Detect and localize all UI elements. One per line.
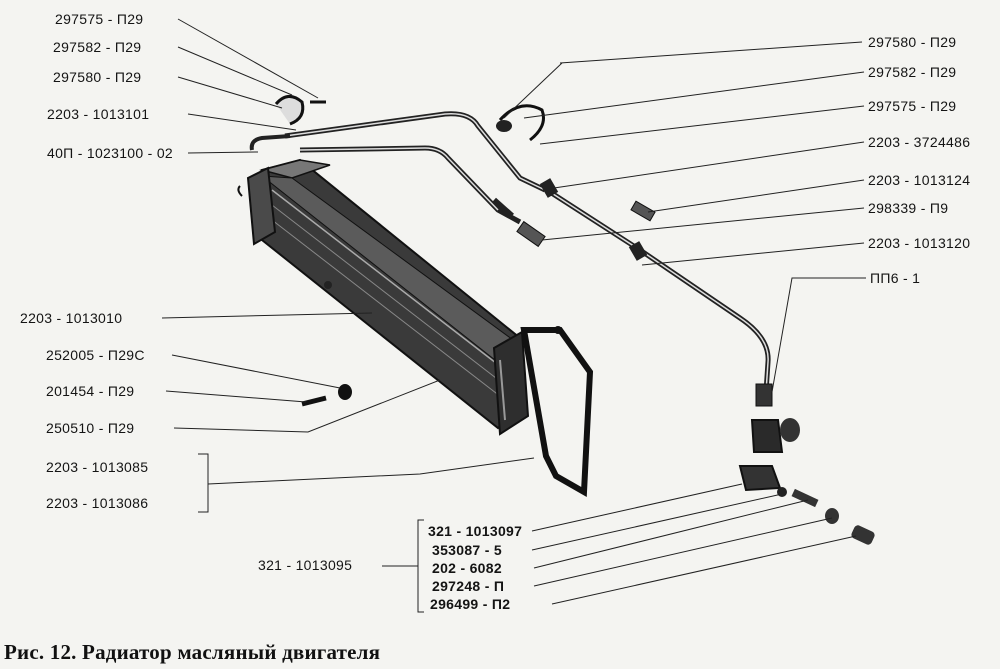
- label-296499: 296499 - П2: [430, 596, 510, 612]
- label-321-1013095: 321 - 1013095: [258, 557, 352, 573]
- label-250510: 250510 - П29: [46, 420, 134, 436]
- label-2203-1013085: 2203 - 1013085: [46, 459, 148, 475]
- label-297575-left: 297575 - П29: [55, 11, 143, 27]
- fitting-pp6-1: [755, 383, 773, 407]
- label-297248: 297248 - П: [432, 578, 504, 594]
- leader-lines: [161, 18, 866, 613]
- label-252005: 252005 - П29С: [46, 347, 145, 363]
- label-2203-3724486: 2203 - 3724486: [868, 134, 970, 150]
- label-2203-1013010: 2203 - 1013010: [20, 310, 122, 326]
- label-297575-right: 297575 - П29: [868, 98, 956, 114]
- label-353087-5: 353087 - 5: [432, 542, 502, 558]
- connector-298339: [516, 220, 546, 248]
- radiator-left-cap: [246, 166, 277, 246]
- label-40p-1023100-02: 40П - 1023100 - 02: [47, 145, 173, 161]
- kit-labels: 321 - 1013097 353087 - 5 202 - 6082 2972…: [428, 523, 522, 612]
- label-2203-1013120: 2203 - 1013120: [868, 235, 970, 251]
- washer-252005: [338, 384, 352, 400]
- bolt-201454: [301, 395, 327, 407]
- label-298339: 298339 - П9: [868, 200, 948, 216]
- label-297580-right: 297580 - П29: [868, 34, 956, 50]
- label-pp6-1: ПП6 - 1: [870, 270, 920, 286]
- figure-caption: Рис. 12. Радиатор масляный двигателя: [4, 640, 381, 664]
- label-297582-left: 297582 - П29: [53, 39, 141, 55]
- label-2203-1013086: 2203 - 1013086: [46, 495, 148, 511]
- connector-2203-1013124: [630, 200, 656, 222]
- radiator-right-tank: [492, 330, 530, 436]
- label-297580-left: 297580 - П29: [53, 69, 141, 85]
- radiator-gasket-frame: [520, 327, 594, 498]
- label-297582-right: 297582 - П29: [868, 64, 956, 80]
- label-2203-1013101: 2203 - 1013101: [47, 106, 149, 122]
- tee-fitting: [738, 465, 782, 492]
- clip-297580-left: [274, 95, 305, 126]
- right-labels: 297580 - П29 297582 - П29 297575 - П29 2…: [868, 34, 970, 286]
- radiator-drawing: [237, 95, 875, 545]
- radiator-top-face: [259, 159, 331, 179]
- label-202-6082: 202 - 6082: [432, 560, 502, 576]
- label-321-1013097: 321 - 1013097: [428, 523, 522, 539]
- label-201454: 201454 - П29: [46, 383, 134, 399]
- label-2203-1013124: 2203 - 1013124: [868, 172, 970, 188]
- plug-296499: [851, 525, 875, 545]
- left-labels: 297575 - П29 297582 - П29 297580 - П29 2…: [20, 11, 352, 573]
